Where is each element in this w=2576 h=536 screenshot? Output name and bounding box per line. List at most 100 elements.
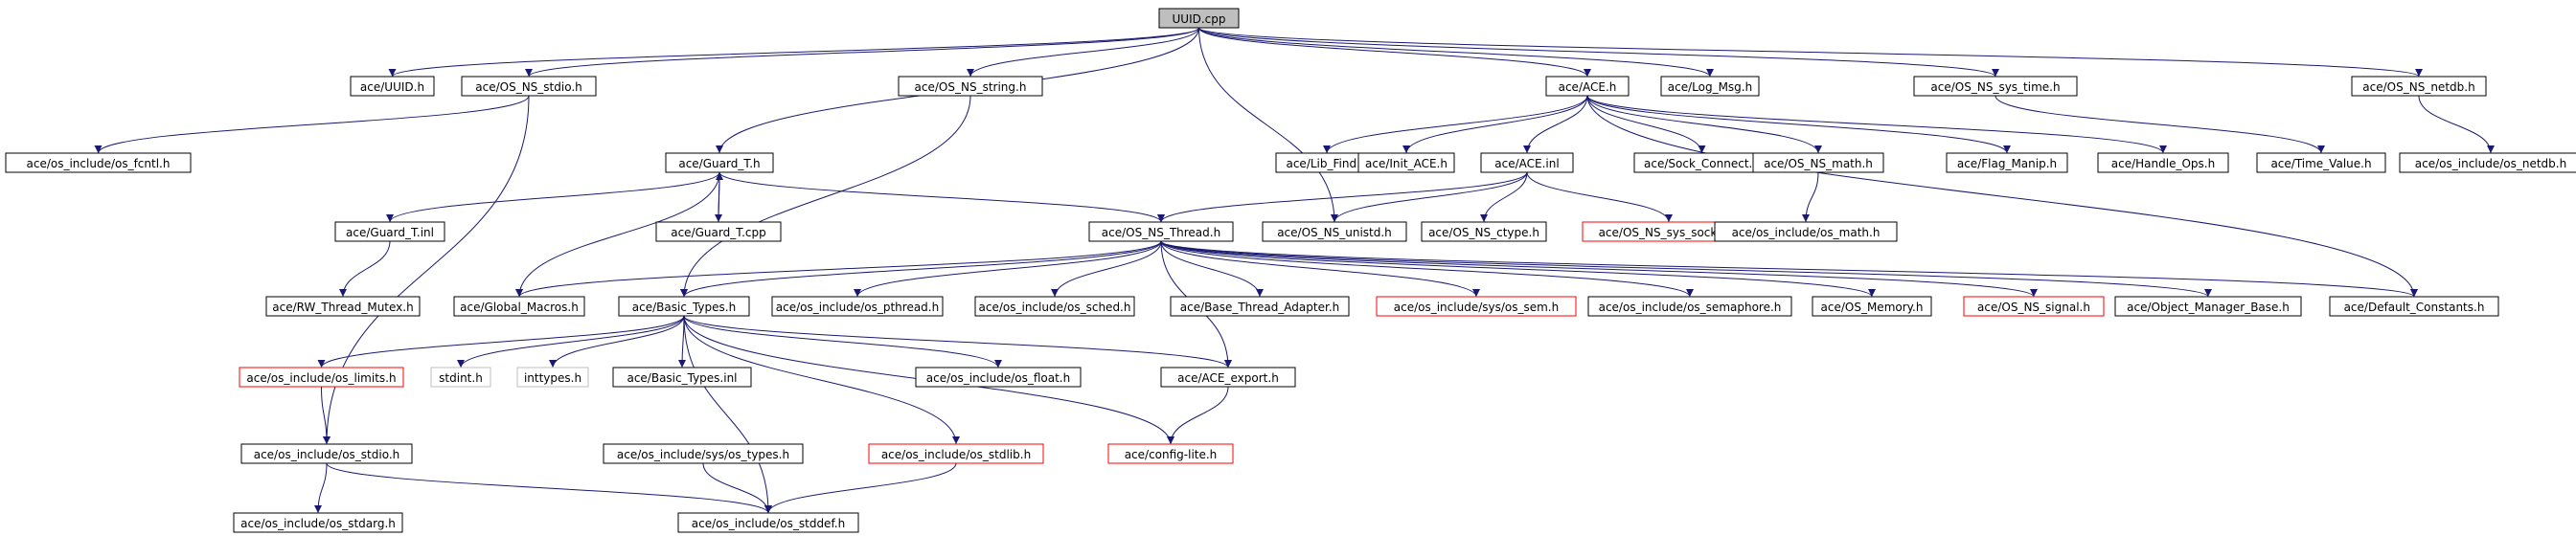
node-os-semaphore[interactable]: ace/os_include/os_semaphore.h bbox=[1587, 296, 1792, 317]
node-os-ns-string[interactable]: ace/OS_NS_string.h bbox=[898, 76, 1043, 97]
edge-uuid-cpp-to-ace-h bbox=[1198, 27, 1591, 78]
node-label: ace/Time_Value.h bbox=[2270, 157, 2371, 170]
node-box bbox=[665, 152, 774, 173]
edge-os-ns-thread-to-os-sem bbox=[1160, 240, 1480, 298]
node-os-memory[interactable]: ace/OS_Memory.h bbox=[1812, 296, 1932, 317]
edge-uuid-cpp-to-os-ns-stdio bbox=[525, 27, 1199, 78]
node-init-ace[interactable]: ace/Init_ACE.h bbox=[1357, 152, 1455, 173]
node-os-ns-signal[interactable]: ace/OS_NS_signal.h bbox=[1963, 296, 2105, 317]
node-os-stddef[interactable]: ace/os_include/os_stddef.h bbox=[677, 512, 859, 533]
node-label: ace/Guard_T.h bbox=[678, 157, 760, 170]
node-label: ace/RW_Thread_Mutex.h bbox=[272, 301, 413, 314]
node-os-float[interactable]: ace/os_include/os_float.h bbox=[915, 367, 1082, 388]
node-uuid-cpp[interactable]: UUID.cpp bbox=[1158, 8, 1240, 29]
node-os-sched[interactable]: ace/os_include/os_sched.h bbox=[974, 296, 1135, 317]
node-ace-h[interactable]: ace/ACE.h bbox=[1545, 76, 1630, 97]
node-label: ace/Default_Constants.h bbox=[2344, 301, 2485, 314]
node-stdint[interactable]: stdint.h bbox=[430, 367, 491, 388]
edge-ace-export-to-config-lite bbox=[1167, 386, 1229, 445]
node-box bbox=[1262, 221, 1407, 242]
node-os-math[interactable]: ace/os_include/os_math.h bbox=[1714, 221, 1898, 242]
node-basic-types-inl[interactable]: ace/Basic_Types.inl bbox=[612, 367, 752, 388]
node-flag-manip[interactable]: ace/Flag_Manip.h bbox=[1946, 152, 2068, 173]
node-time-value[interactable]: ace/Time_Value.h bbox=[2256, 152, 2386, 173]
node-box bbox=[2329, 296, 2499, 317]
edge-guard-t-h-to-os-ns-thread bbox=[718, 171, 1165, 223]
node-os-stdarg[interactable]: ace/os_include/os_stdarg.h bbox=[233, 512, 403, 533]
node-label: ace/config-lite.h bbox=[1125, 448, 1218, 461]
node-os-fcntl[interactable]: ace/os_include/os_fcntl.h bbox=[5, 152, 192, 173]
node-box bbox=[2399, 152, 2576, 173]
node-default-constants[interactable]: ace/Default_Constants.h bbox=[2329, 296, 2499, 317]
node-box bbox=[974, 296, 1135, 317]
node-object-manager-base[interactable]: ace/Object_Manager_Base.h bbox=[2114, 296, 2302, 317]
node-os-limits[interactable]: ace/os_include/os_limits.h bbox=[239, 367, 404, 388]
node-lib-find[interactable]: ace/Lib_Find.h bbox=[1275, 152, 1379, 173]
edge-os-ns-thread-to-os-sched bbox=[1051, 240, 1162, 298]
edge-ace-h-to-lib-find bbox=[1323, 95, 1588, 154]
node-os-sem[interactable]: ace/os_include/sys/os_sem.h bbox=[1376, 296, 1577, 317]
node-os-types[interactable]: ace/os_include/sys/os_types.h bbox=[603, 443, 804, 464]
node-box bbox=[2351, 76, 2487, 97]
node-box bbox=[1660, 76, 1760, 97]
node-os-ns-ctype[interactable]: ace/OS_NS_ctype.h bbox=[1421, 221, 1547, 242]
node-label: ace/Basic_Types.inl bbox=[627, 371, 737, 385]
edge-guard-t-inl-to-rw-thread-mutex bbox=[339, 240, 391, 298]
node-label: ace/ACE.h bbox=[1559, 80, 1617, 94]
node-global-macros[interactable]: ace/Global_Macros.h bbox=[453, 296, 585, 317]
edge-os-ns-string-to-basic-types-h bbox=[680, 95, 971, 298]
edge-uuid-cpp-to-os-ns-unistd bbox=[1198, 27, 1338, 223]
edge-ace-h-to-os-ns-math bbox=[1586, 95, 1822, 154]
node-os-stdlib[interactable]: ace/os_include/os_stdlib.h bbox=[868, 443, 1044, 464]
node-basic-types-h[interactable]: ace/Basic_Types.h bbox=[618, 296, 750, 317]
node-uuid-h[interactable]: ace/UUID.h bbox=[350, 76, 435, 97]
edge-ace-h-to-flag-manip bbox=[1586, 95, 2011, 154]
node-rw-thread-mutex[interactable]: ace/RW_Thread_Mutex.h bbox=[265, 296, 421, 317]
node-sock-connect[interactable]: ace/Sock_Connect.h bbox=[1633, 152, 1770, 173]
node-handle-ops[interactable]: ace/Handle_Ops.h bbox=[2097, 152, 2229, 173]
node-os-stdio[interactable]: ace/os_include/os_stdio.h bbox=[240, 443, 413, 464]
edge-os-ns-thread-to-os-semaphore bbox=[1160, 240, 1694, 298]
node-box bbox=[516, 367, 589, 388]
node-label: ace/OS_NS_signal.h bbox=[1977, 301, 2090, 314]
edge-os-ns-thread-to-basic-types-h bbox=[680, 240, 1162, 298]
node-os-ns-unistd[interactable]: ace/OS_NS_unistd.h bbox=[1262, 221, 1407, 242]
node-config-lite[interactable]: ace/config-lite.h bbox=[1107, 443, 1234, 464]
edge-os-types-to-os-stddef bbox=[702, 462, 772, 514]
node-box bbox=[618, 296, 750, 317]
node-label: ace/os_include/os_stddef.h bbox=[692, 517, 845, 530]
node-label: ace/Basic_Types.h bbox=[632, 301, 736, 314]
node-os-ns-stdio[interactable]: ace/OS_NS_stdio.h bbox=[461, 76, 597, 97]
node-guard-t-h[interactable]: ace/Guard_T.h bbox=[665, 152, 774, 173]
edge-os-ns-thread-to-object-manager-base bbox=[1160, 240, 2212, 298]
node-os-netdb[interactable]: ace/os_include/os_netdb.h bbox=[2399, 152, 2576, 173]
node-os-ns-netdb[interactable]: ace/OS_NS_netdb.h bbox=[2351, 76, 2487, 97]
node-box bbox=[430, 367, 491, 388]
node-box bbox=[655, 221, 782, 242]
node-os-ns-thread[interactable]: ace/OS_NS_Thread.h bbox=[1088, 221, 1234, 242]
node-log-msg[interactable]: ace/Log_Msg.h bbox=[1660, 76, 1760, 97]
edge-ace-inl-to-os-ns-sys-socket bbox=[1526, 171, 1673, 223]
node-box bbox=[5, 152, 192, 173]
edge-os-ns-thread-to-os-pthread bbox=[854, 240, 1162, 298]
node-os-ns-sys-time[interactable]: ace/OS_NS_sys_time.h bbox=[1913, 76, 2078, 97]
node-label: ace/os_include/os_pthread.h bbox=[776, 301, 939, 314]
node-base-thread-adapter[interactable]: ace/Base_Thread_Adapter.h bbox=[1170, 296, 1350, 317]
node-box bbox=[603, 443, 804, 464]
node-guard-t-inl[interactable]: ace/Guard_T.inl bbox=[334, 221, 445, 242]
node-box bbox=[1946, 152, 2068, 173]
node-ace-inl[interactable]: ace/ACE.inl bbox=[1480, 152, 1574, 173]
node-label: ace/Base_Thread_Adapter.h bbox=[1180, 301, 1339, 314]
node-box bbox=[350, 76, 435, 97]
edge-os-ns-thread-to-base-thread-adapter bbox=[1160, 240, 1264, 298]
node-ace-export[interactable]: ace/ACE_export.h bbox=[1160, 367, 1296, 388]
node-os-ns-math[interactable]: ace/OS_NS_math.h bbox=[1752, 152, 1884, 173]
node-inttypes[interactable]: inttypes.h bbox=[516, 367, 589, 388]
edge-os-ns-thread-to-global-macros bbox=[515, 240, 1162, 298]
edge-uuid-cpp-to-os-ns-string bbox=[967, 27, 1199, 78]
node-guard-t-cpp[interactable]: ace/Guard_T.cpp bbox=[655, 221, 782, 242]
node-box bbox=[915, 367, 1082, 388]
node-box bbox=[612, 367, 752, 388]
node-os-pthread[interactable]: ace/os_include/os_pthread.h bbox=[771, 296, 944, 317]
node-os-ns-sys-socket[interactable]: ace/OS_NS_sys_socket.h bbox=[1582, 221, 1756, 242]
